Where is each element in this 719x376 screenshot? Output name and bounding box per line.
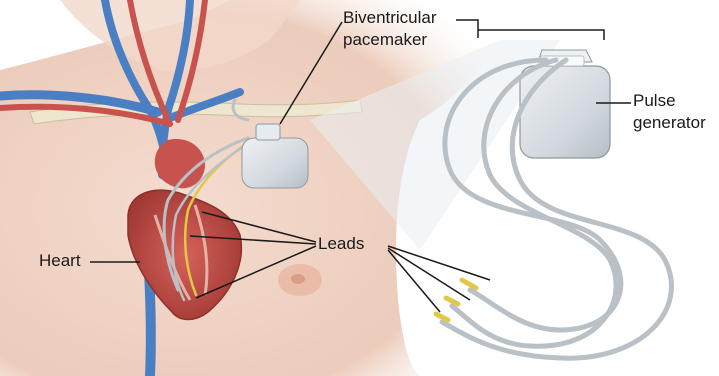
label-heart: Heart bbox=[39, 251, 81, 271]
label-generator: generator bbox=[633, 113, 706, 133]
nipple bbox=[291, 274, 305, 284]
label-pacemaker: pacemaker bbox=[343, 30, 427, 50]
label-biventricular: Biventricular bbox=[343, 8, 437, 28]
label-leads: Leads bbox=[318, 234, 364, 254]
label-pulse: Pulse bbox=[633, 91, 676, 111]
